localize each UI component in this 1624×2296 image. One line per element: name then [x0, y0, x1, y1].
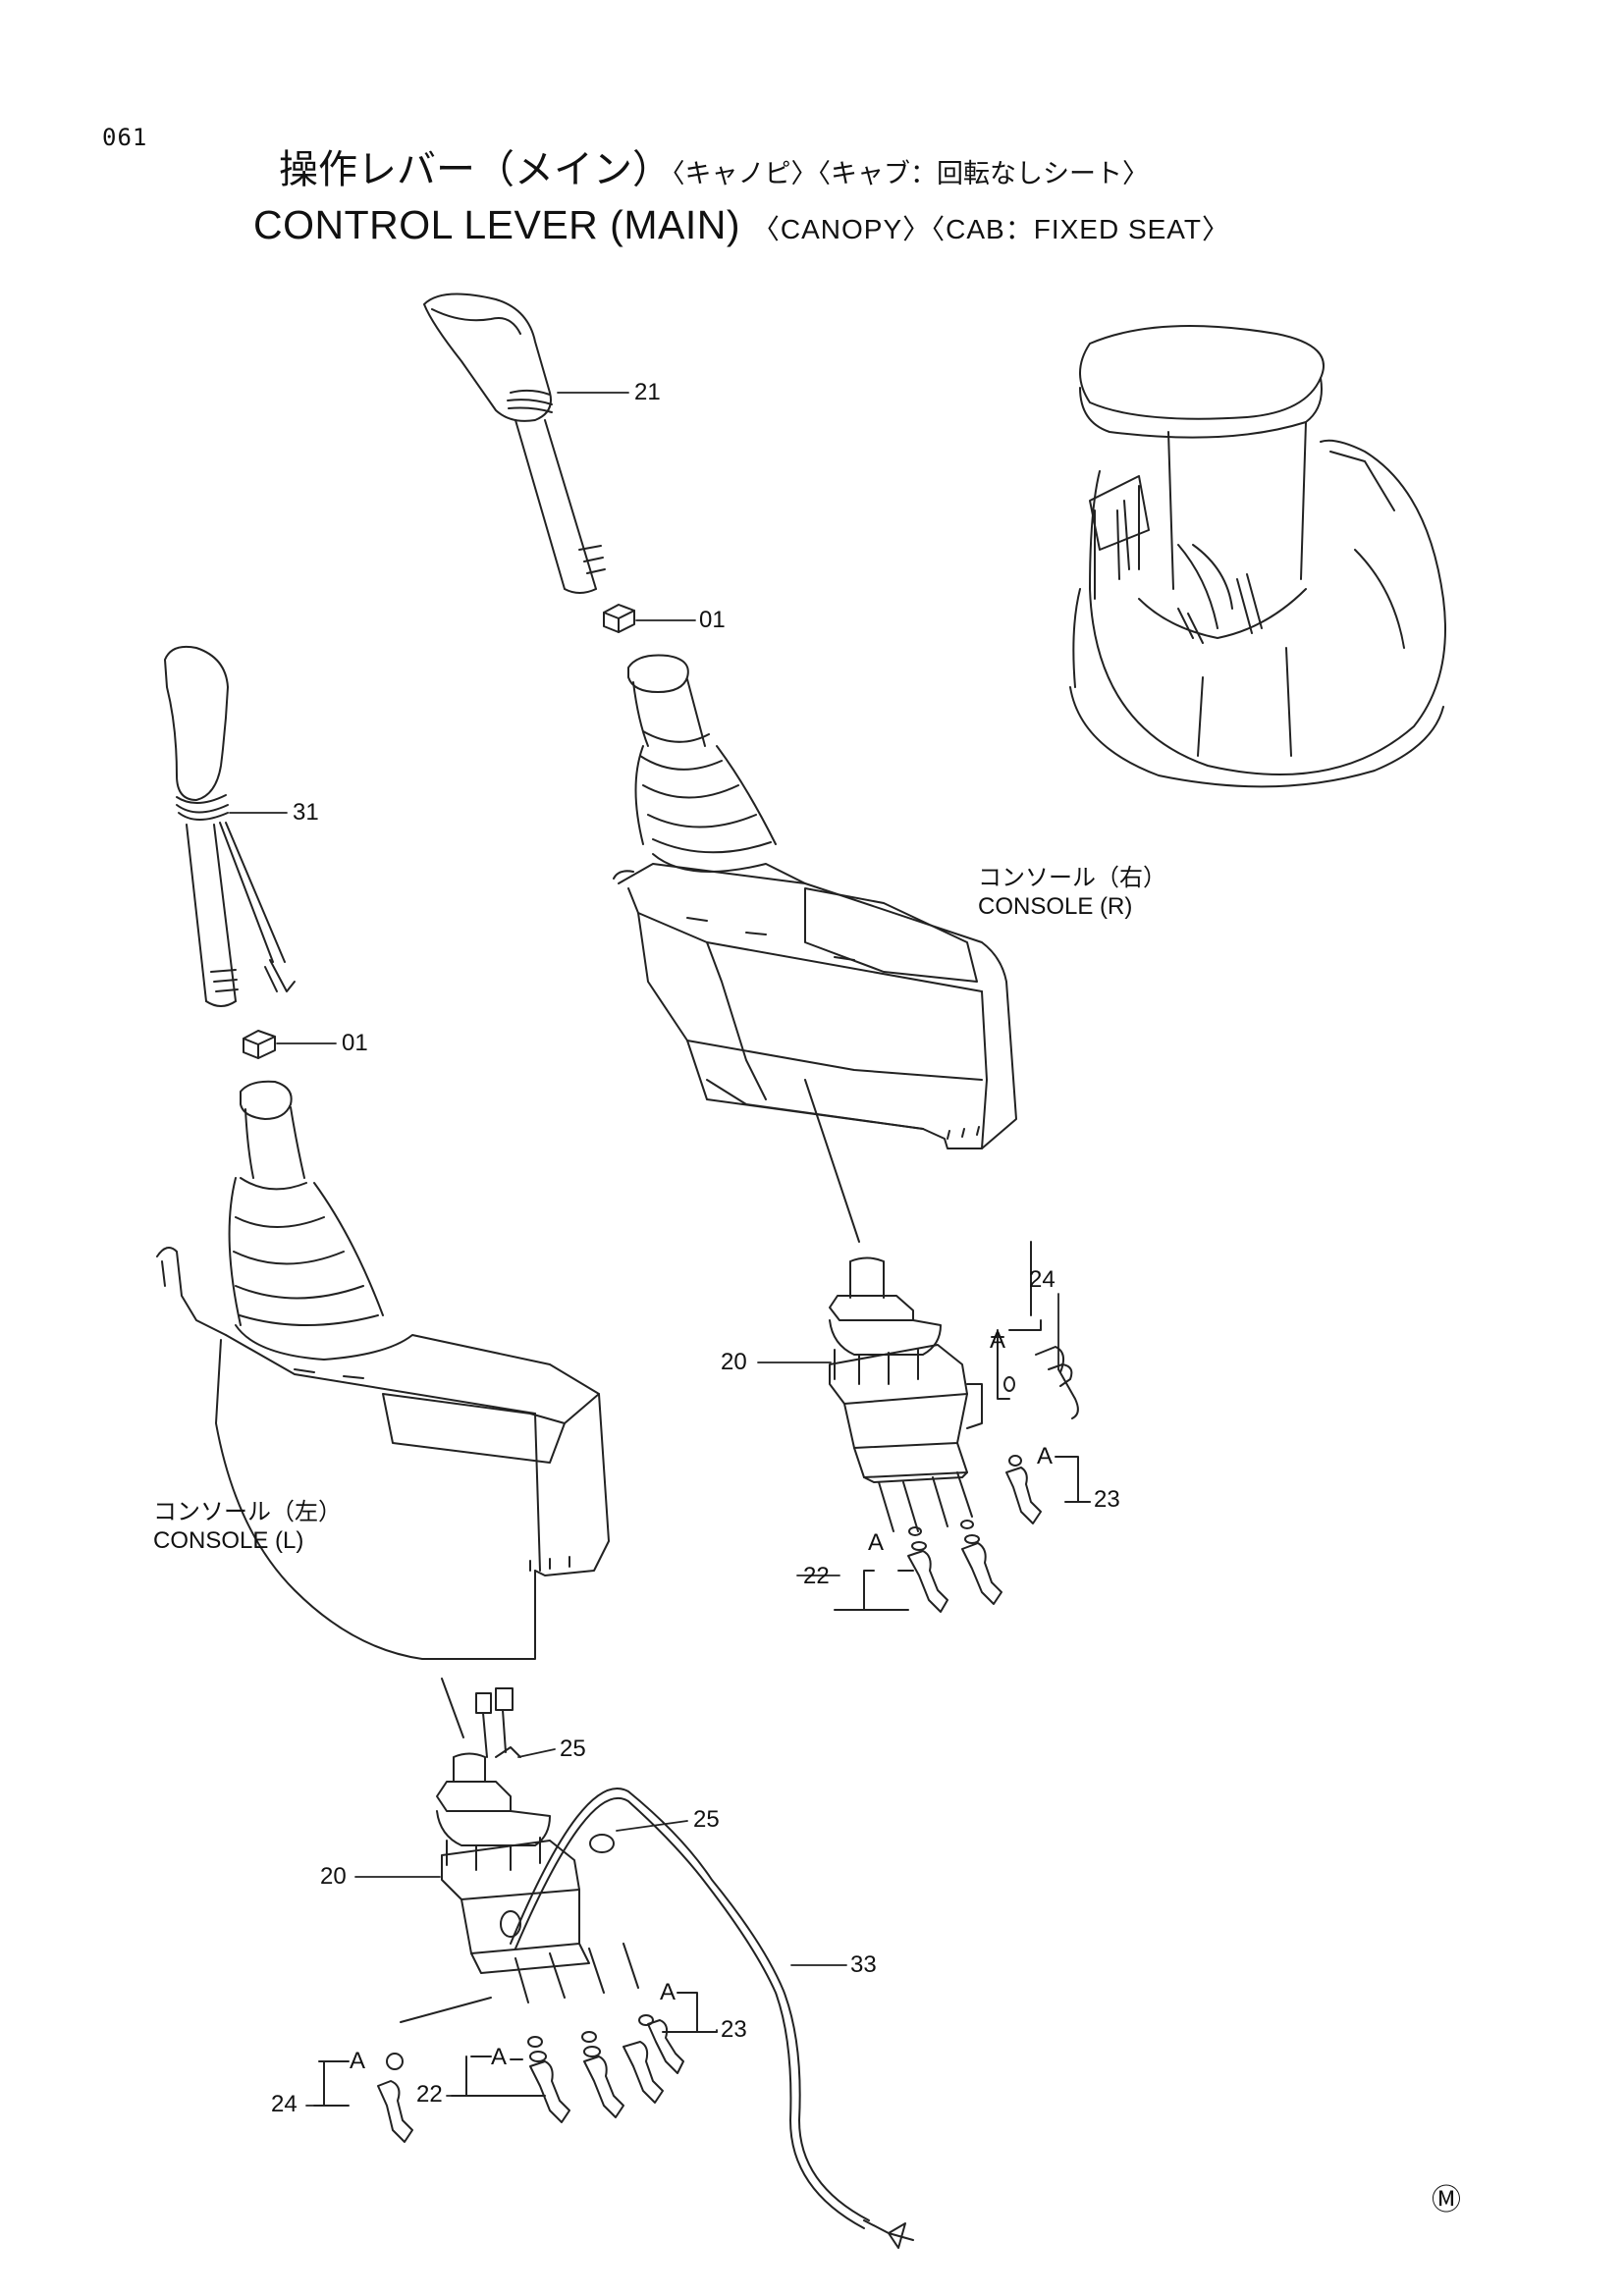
- title-jp-variants: 〈キャノピ〉〈キャブ：回転なしシート〉: [672, 159, 1149, 189]
- operator-seat-illustration: [1070, 326, 1445, 786]
- callout-25-upper: 25: [560, 1735, 586, 1762]
- console-left-label-en: CONSOLE (L): [153, 1527, 304, 1554]
- lever-grip-right-21: [424, 294, 605, 593]
- port-mark-a-23-right: A: [1037, 1443, 1054, 1469]
- port-fittings-left: [314, 1993, 717, 2142]
- leader-console-r-to-valve: [805, 1080, 859, 1242]
- port-mark-a-22-left: A: [491, 2044, 508, 2070]
- callout-22-right: 22: [803, 1563, 830, 1589]
- callout-33: 33: [850, 1951, 877, 1978]
- pilot-valve-left-20: [401, 1688, 913, 2248]
- page-number: 061: [102, 124, 148, 151]
- pilot-valve-right-20: [830, 1258, 982, 1532]
- lever-grip-left-31: [165, 647, 295, 1006]
- leader-console-l-to-valve: [442, 1679, 463, 1737]
- title-japanese: 操作レバー（メイン）〈キャノピ〉〈キャブ：回転なしシート〉: [279, 137, 1149, 194]
- title-jp-main: 操作レバー（メイン）: [279, 147, 672, 192]
- callout-01-left: 01: [342, 1030, 368, 1056]
- callout-31: 31: [293, 799, 319, 826]
- callout-24-left: 24: [271, 2091, 298, 2117]
- nut-01-left: [244, 1031, 275, 1058]
- callout-23-right: 23: [1094, 1486, 1120, 1513]
- port-mark-a-23-left: A: [660, 1979, 677, 2005]
- console-left-illustration: [157, 1082, 609, 1659]
- console-left-label-jp: コンソール（左）: [153, 1499, 342, 1525]
- title-en-variants: 〈CANOPY〉〈CAB：FIXED SEAT〉: [751, 214, 1230, 244]
- console-right-label-jp: コンソール（右）: [978, 865, 1166, 891]
- port-mark-a-22-right: A: [868, 1529, 885, 1556]
- callout-23-left: 23: [721, 2016, 747, 2043]
- callout-01-top: 01: [699, 607, 726, 633]
- port-mark-a-24-left: A: [350, 2048, 366, 2074]
- console-right-label-en: CONSOLE (R): [978, 893, 1133, 920]
- footer-mark: Ⓜ: [1432, 2183, 1461, 2217]
- callout-25-lower: 25: [693, 1806, 720, 1833]
- console-right-illustration: [614, 656, 1016, 1149]
- port-fittings-right: [835, 1242, 1090, 1612]
- callout-21: 21: [634, 379, 661, 405]
- title-english: CONTROL LEVER (MAIN) 〈CANOPY〉〈CAB：FIXED …: [253, 202, 1230, 248]
- callout-20-left: 20: [320, 1863, 347, 1890]
- callout-24-right: 24: [1029, 1266, 1056, 1293]
- callout-22-left: 22: [416, 2081, 443, 2108]
- port-mark-a-24-right: A: [990, 1327, 1006, 1354]
- callout-20-right: 20: [721, 1349, 747, 1375]
- nut-01-top: [604, 605, 634, 632]
- title-en-main: CONTROL LEVER (MAIN): [253, 202, 740, 247]
- leader-lines: [230, 393, 1090, 2106]
